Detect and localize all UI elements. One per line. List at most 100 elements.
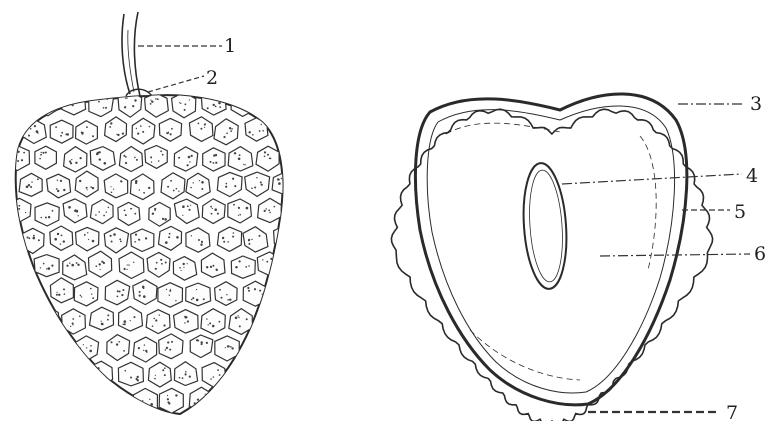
areole-speckle: [191, 235, 192, 236]
areole-speckle: [108, 207, 110, 209]
areole-speckle: [286, 232, 287, 233]
areole-speckle: [281, 406, 282, 407]
areole-speckle: [121, 294, 123, 296]
areole-speckle: [107, 319, 109, 321]
areole-speckle: [310, 404, 312, 406]
areole-speckle: [188, 209, 190, 211]
areole-speckle: [293, 212, 295, 214]
areole-speckle: [166, 132, 168, 134]
areole-speckle: [187, 205, 189, 207]
areole-speckle: [249, 131, 251, 133]
areole-speckle: [103, 107, 105, 109]
areole: [133, 280, 157, 305]
areole-speckle: [292, 377, 293, 378]
areole-speckle: [310, 296, 312, 298]
areole-speckle: [235, 267, 237, 269]
areole: [256, 309, 280, 332]
areole: [50, 226, 73, 250]
areole-speckle: [87, 232, 88, 233]
fruit-exterior: [4, 12, 326, 421]
areole-speckle: [114, 399, 116, 401]
seed: [520, 162, 571, 291]
areole-speckle: [130, 320, 131, 321]
areole-speckle: [309, 238, 311, 240]
areole-speckle: [213, 376, 215, 378]
areole-speckle: [232, 236, 234, 238]
areole-speckle: [99, 263, 101, 265]
areole: [284, 93, 308, 117]
areole: [202, 363, 226, 388]
areole-speckle: [55, 403, 57, 405]
areole-speckle: [308, 341, 310, 343]
areole-speckle: [81, 296, 82, 297]
areole-speckle: [169, 349, 171, 351]
areole-speckle: [142, 131, 144, 133]
areole: [286, 145, 309, 169]
areole-speckle: [222, 237, 224, 239]
areole-speckle: [86, 402, 88, 404]
areole-speckle: [150, 403, 153, 406]
areole-speckle: [111, 395, 113, 397]
areole-speckle: [33, 235, 35, 237]
areole-speckle: [306, 348, 307, 349]
areole-speckle: [242, 375, 244, 377]
areole-speckle: [184, 322, 185, 323]
areole-speckle: [220, 404, 222, 406]
areole: [91, 417, 115, 421]
areole-speckle: [196, 289, 197, 290]
areole-speckle: [98, 101, 100, 103]
areole-speckle: [165, 262, 167, 264]
areole-speckle: [48, 267, 51, 270]
areole-speckle: [150, 156, 152, 158]
areole-speckle: [279, 289, 281, 291]
areole: [174, 310, 199, 334]
areole-speckle: [99, 158, 101, 160]
areole-speckle: [124, 323, 126, 325]
areole-speckle: [23, 321, 26, 324]
areole-speckle: [259, 290, 261, 292]
areole-speckle: [170, 289, 171, 290]
label-4: 4: [746, 165, 758, 187]
areole-speckle: [261, 124, 262, 125]
areole-speckle: [183, 267, 184, 268]
areole-speckle: [278, 125, 280, 127]
areole-speckle: [267, 154, 269, 156]
areole-speckle: [191, 155, 193, 157]
areole-speckle: [170, 180, 172, 182]
areole-speckle: [111, 192, 113, 194]
areole-speckle: [117, 290, 119, 292]
areole-speckle: [210, 206, 212, 208]
areole-speckle: [118, 341, 120, 343]
areole-speckle: [44, 97, 46, 99]
areole-speckle: [254, 288, 256, 290]
areole: [245, 118, 268, 141]
areole-speckle: [187, 263, 188, 264]
areole-speckle: [296, 213, 298, 215]
areole-speckle: [185, 103, 187, 105]
areole-speckle: [175, 394, 177, 396]
areole-speckle: [41, 318, 43, 320]
areole-speckle: [139, 291, 141, 293]
areole: [148, 362, 171, 387]
areole-speckle: [190, 205, 191, 206]
areole-speckle: [234, 185, 236, 187]
areole-speckle: [193, 182, 194, 183]
areole: [19, 173, 42, 196]
areole-speckle: [134, 213, 136, 215]
areole-speckle: [316, 291, 318, 293]
areole-speckle: [210, 266, 212, 268]
areole-speckle: [169, 295, 170, 296]
areole-speckle: [318, 293, 321, 296]
areole-speckle: [267, 106, 268, 107]
areole-speckle: [285, 299, 287, 301]
areole: [272, 336, 296, 360]
areole-speckle: [239, 369, 240, 370]
areole-speckle: [179, 267, 181, 269]
areole-speckle: [232, 178, 234, 180]
areole-speckle: [256, 399, 257, 400]
areole-speckle: [164, 218, 167, 221]
areole-speckle: [98, 211, 100, 213]
areole-speckle: [45, 322, 47, 324]
areole-speckle: [41, 217, 43, 219]
areole-speckle: [167, 341, 169, 343]
